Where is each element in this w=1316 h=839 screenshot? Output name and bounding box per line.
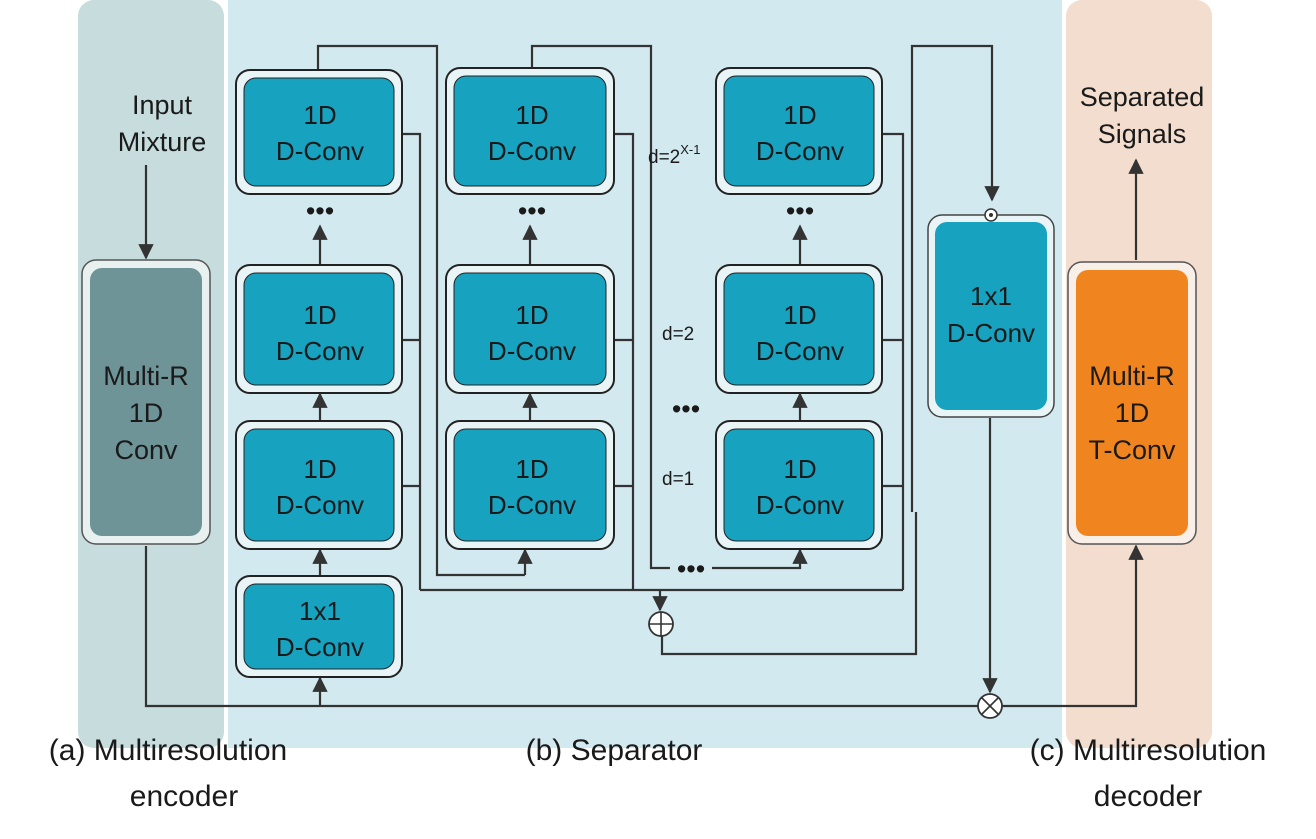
- stack1-block2-line1: 1D: [303, 300, 336, 330]
- dilation-labels: d=2X-1 d=2 ••• d=1 •••: [648, 142, 705, 584]
- output-block-line1: 1x1: [970, 281, 1012, 311]
- dilation-ellipsis: •••: [672, 394, 700, 424]
- stack1-bottom-line2: D-Conv: [276, 632, 364, 662]
- decoder-caption-line2: decoder: [1094, 780, 1202, 813]
- encoder-block-line3: Conv: [114, 435, 178, 465]
- encoder-block-line2: 1D: [129, 398, 164, 428]
- stack3-block1-line2: D-Conv: [756, 490, 844, 520]
- stack1-block3-line1: 1D: [303, 100, 336, 130]
- input-label-line2: Mixture: [118, 127, 207, 157]
- encoder-block-line1: Multi-R: [103, 361, 189, 391]
- separator-stack-3: 1D D-Conv ••• 1D D-Conv 1D D-Conv: [715, 67, 883, 550]
- operators: [648, 611, 1003, 719]
- stack1-block3-line2: D-Conv: [276, 136, 364, 166]
- decoder-caption-line1: (c) Multiresolution: [1030, 734, 1267, 767]
- stack2-block2-line2: D-Conv: [488, 336, 576, 366]
- stack3-block2-line2: D-Conv: [756, 336, 844, 366]
- output-label-line1: Separated: [1080, 82, 1205, 112]
- link-ellipsis: •••: [677, 554, 705, 584]
- decoder-block-line1: Multi-R: [1089, 361, 1175, 391]
- input-label-line1: Input: [132, 90, 193, 120]
- stack3-block1-line1: 1D: [783, 454, 816, 484]
- stack3-block3-line2: D-Conv: [756, 136, 844, 166]
- decoder: Separated Signals Multi-R 1D T-Conv: [1067, 82, 1205, 545]
- stack2-block3-line2: D-Conv: [488, 136, 576, 166]
- decoder-block-line2: 1D: [1115, 398, 1150, 428]
- captions: (a) Multiresolution encoder (b) Separato…: [49, 734, 1267, 813]
- dilation-mid-label: d=2: [662, 324, 694, 345]
- encoder-caption-line2: encoder: [130, 780, 238, 813]
- stack2-block2-line1: 1D: [515, 300, 548, 330]
- output-conv-block: 1x1 D-Conv: [927, 208, 1055, 418]
- stack3-block3-line1: 1D: [783, 100, 816, 130]
- separator-caption: (b) Separator: [526, 734, 703, 767]
- stack1-block2-line2: D-Conv: [276, 336, 364, 366]
- stack1-block1-line2: D-Conv: [276, 490, 364, 520]
- stack1-block1-line1: 1D: [303, 454, 336, 484]
- separator-stack-1: 1D D-Conv ••• 1D D-Conv 1D D-Conv 1x1 D-…: [235, 69, 403, 678]
- connections: [138, 44, 1144, 708]
- encoder: Input Mixture Multi-R 1D Conv: [81, 90, 211, 545]
- dilation-top-label: d=2X-1: [648, 142, 700, 168]
- decoder-block: [1076, 270, 1188, 536]
- output-label-line2: Signals: [1098, 119, 1187, 149]
- decoder-block-line3: T-Conv: [1088, 435, 1176, 465]
- stack2-block3-line1: 1D: [515, 100, 548, 130]
- dilation-low-label: d=1: [662, 469, 694, 490]
- stack1-bottom-line1: 1x1: [299, 596, 341, 626]
- stack2-block1-line2: D-Conv: [488, 490, 576, 520]
- separator-stack-2: 1D D-Conv ••• 1D D-Conv 1D D-Conv: [445, 67, 615, 550]
- stack2-ellipsis: •••: [518, 196, 546, 226]
- stack3-block2-line1: 1D: [783, 300, 816, 330]
- stack2-block1-line1: 1D: [515, 454, 548, 484]
- output-block-line2: D-Conv: [947, 318, 1035, 348]
- stack3-ellipsis: •••: [786, 196, 814, 226]
- stack1-ellipsis: •••: [306, 196, 334, 226]
- encoder-block: [90, 268, 202, 536]
- encoder-caption-line1: (a) Multiresolution: [49, 734, 287, 767]
